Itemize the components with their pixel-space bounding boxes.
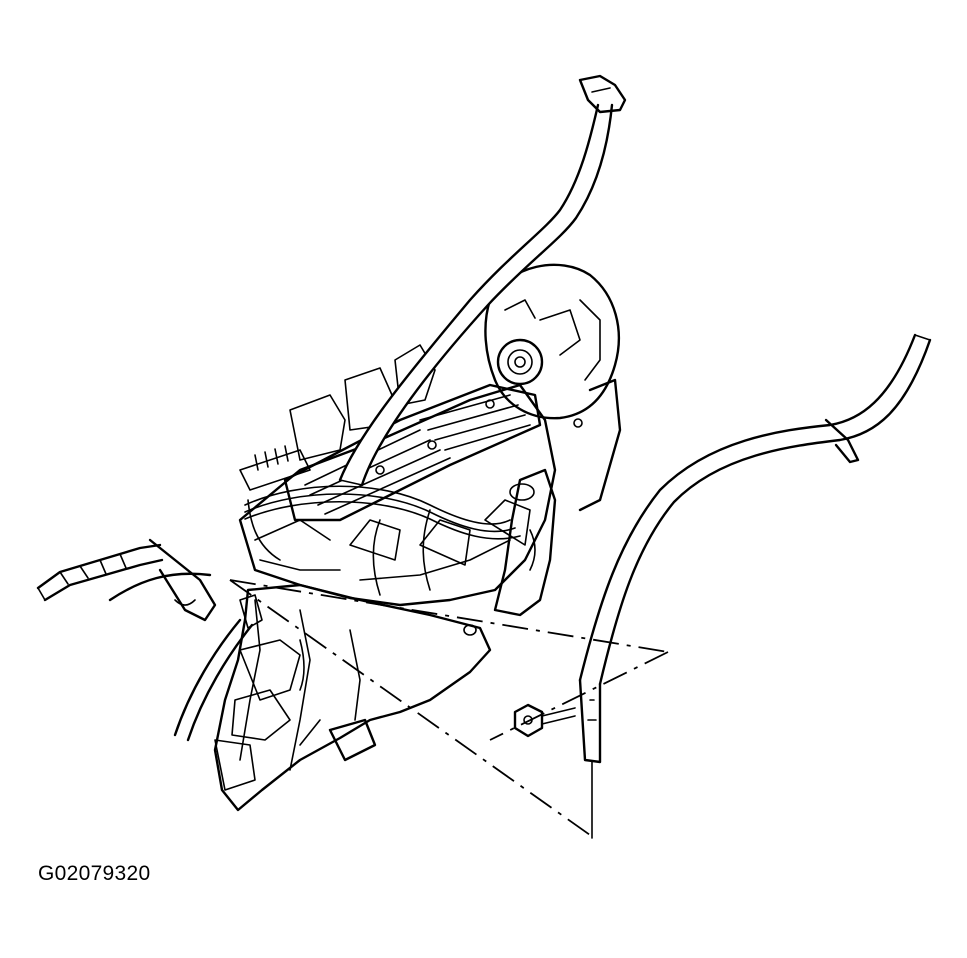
engine-block [238,383,557,607]
figure-id-label: G02079320 [38,862,151,885]
alternator [484,263,622,512]
valve-cover [283,383,542,522]
wiring-harness [36,538,263,742]
mounting-nut [513,703,576,738]
front-cover [463,468,557,636]
engine-dipstick-tube [338,74,627,487]
intake-manifold [239,344,436,491]
callout-leaders [229,579,669,836]
transmission-housing [213,583,492,812]
spark-plug-wires [244,485,521,596]
removed-dipstick-tube [578,333,932,839]
